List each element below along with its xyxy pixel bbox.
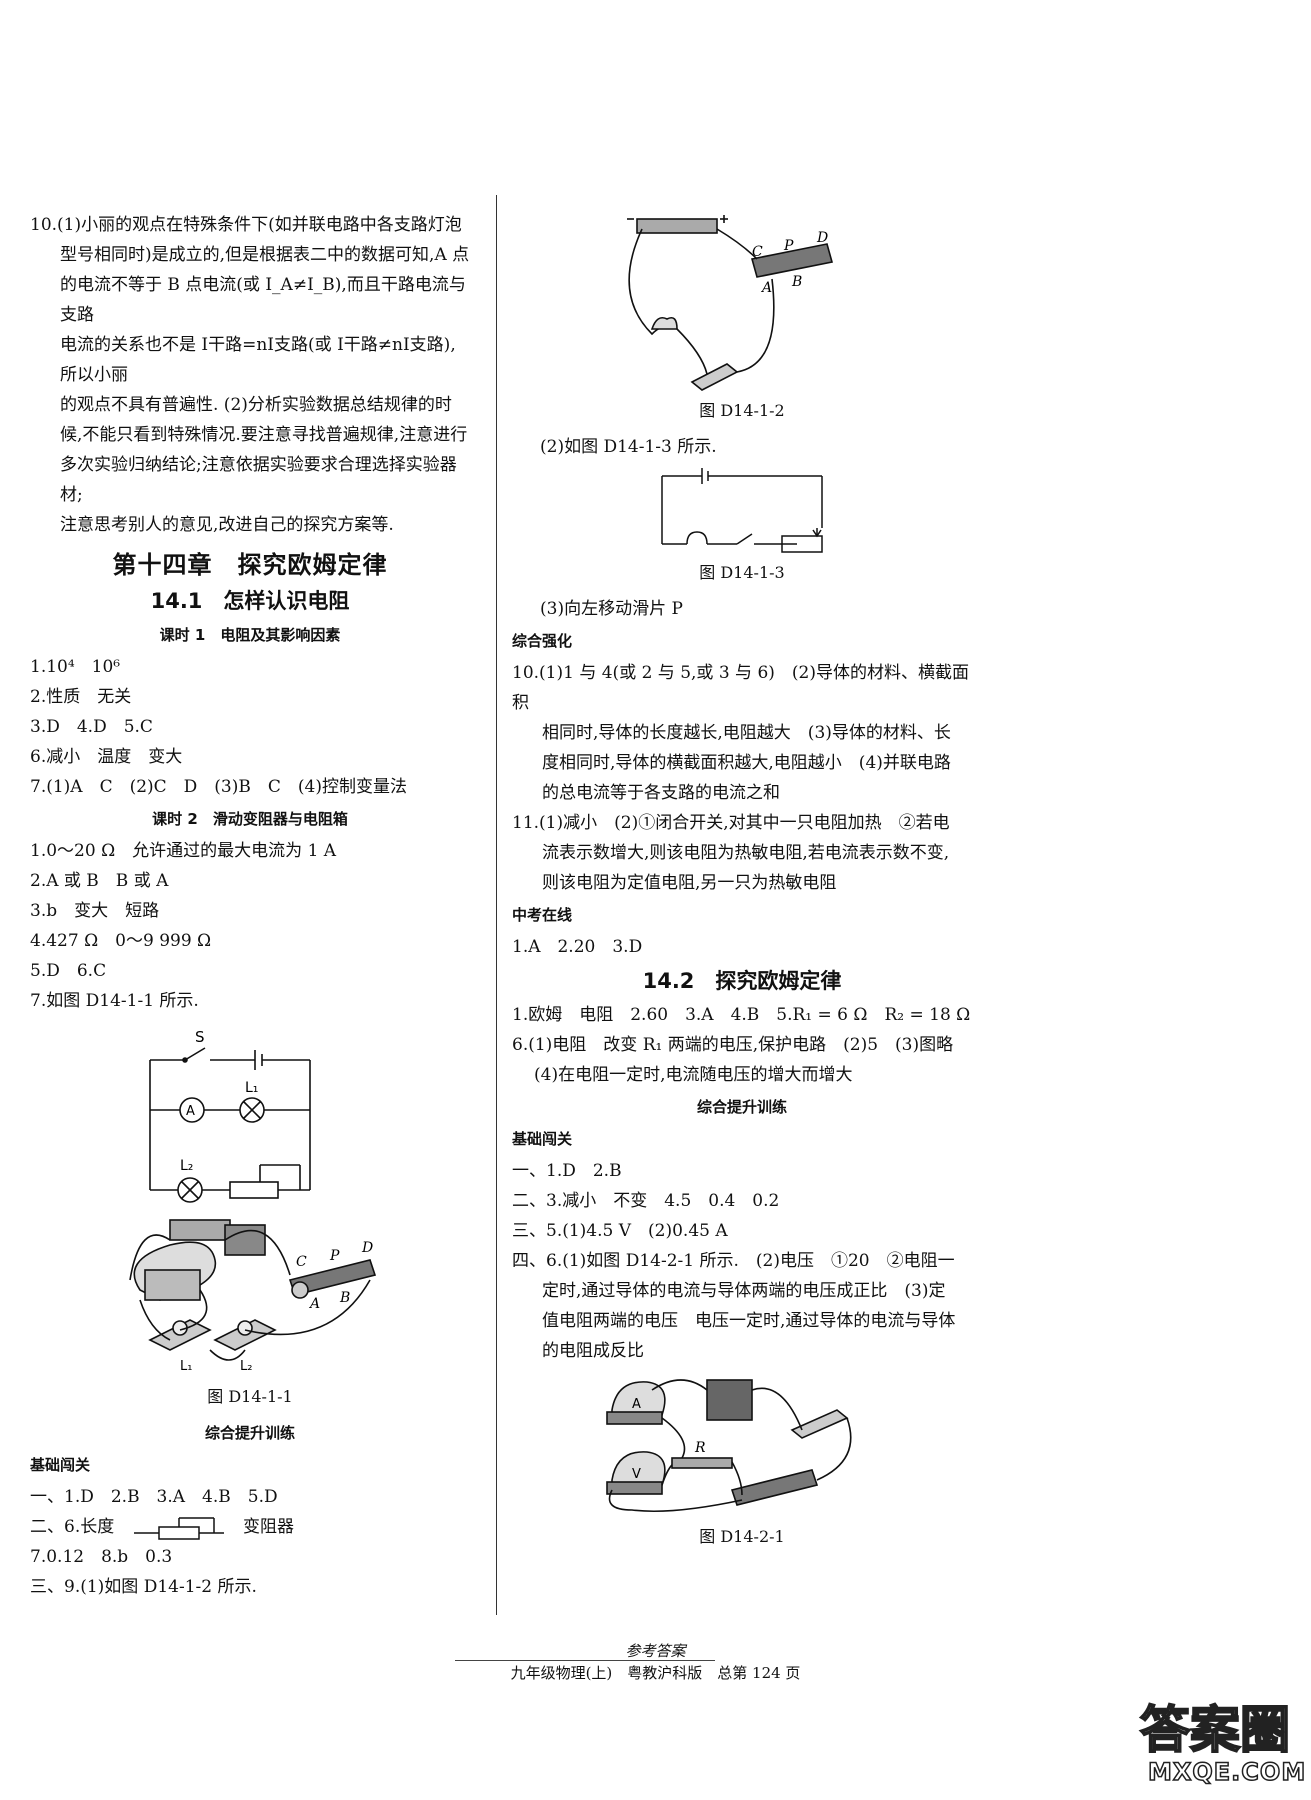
- answer-line: 1.10⁴ 10⁶: [30, 657, 121, 677]
- text-line: 的观点不具有普遍性. (2)分析实验数据总结规律的时: [60, 395, 452, 415]
- answer-line: 1.A 2.20 3.D: [512, 937, 643, 957]
- figure-caption: 图 D14-1-1: [207, 1387, 293, 1406]
- training-title: 综合提升训练: [204, 1424, 295, 1442]
- text-line: (4)在电阻一定时,电流随电压的增大而增大: [534, 1065, 853, 1085]
- label-a: A: [760, 280, 772, 296]
- answer-line: 4.427 Ω 0～9 999 Ω: [30, 931, 212, 951]
- text-line: 10.(1)1 与 4(或 2 与 5,或 3 与 6) (2)导体的材料、横截…: [512, 663, 969, 713]
- answer-line: 2.性质 无关: [30, 687, 132, 707]
- label-p: P: [783, 238, 794, 254]
- figure-caption: 图 D14-1-2: [699, 401, 785, 420]
- answer-line: 3.D 4.D 5.C: [30, 717, 153, 737]
- label-l1: L₁: [245, 1080, 258, 1096]
- answer-line: (3)向左移动滑片 P: [540, 599, 683, 619]
- section-title: 14.1 怎样认识电阻: [150, 589, 350, 613]
- text-line: 1.欧姆 电阻 2.60 3.A 4.B 5.R₁ = 6 Ω R₂ = 18 …: [512, 1005, 971, 1025]
- text-line: 6.(1)电阻 改变 R₁ 两端的电压,保护电路 (2)5 (3)图略: [512, 1035, 954, 1055]
- label-b: B: [339, 1290, 350, 1306]
- answer-line: 二、6.长度 变阻器: [30, 1512, 470, 1542]
- answer-line: 2.A 或 B B 或 A: [30, 871, 169, 891]
- answer-line: 一、1.D 2.B 3.A 4.B 5.D: [30, 1487, 278, 1507]
- resistor-label: R: [694, 1440, 706, 1456]
- text-line: 注意思考别人的意见,改进自己的探究方案等.: [60, 515, 394, 535]
- answer-line: (2)如图 D14-1-3 所示.: [540, 437, 717, 457]
- answer-text: 二、6.长度: [30, 1517, 115, 1537]
- right-column: C P D A B 图 D14-1-2 (2)如图 D14-1-3 所示. 图 …: [512, 210, 972, 1558]
- figure-d14-1-2: C P D A B: [627, 215, 834, 391]
- ammeter-label: A: [186, 1104, 195, 1119]
- basic-title: 基础闯关: [512, 1130, 573, 1148]
- text-line: 11.(1)减小 (2)①闭合开关,对其中一只电阻加热 ②若电: [512, 813, 950, 833]
- chapter-title: 第十四章 探究欧姆定律: [112, 551, 388, 579]
- basic-title: 基础闯关: [30, 1456, 91, 1474]
- text-line: 型号相同时)是成立的,但是根据表二中的数据可知,A 点: [60, 245, 470, 265]
- left-column: 10.(1)小丽的观点在特殊条件下(如并联电路中各支路灯泡 型号相同时)是成立的…: [30, 210, 470, 1602]
- footer-rule: [455, 1660, 715, 1661]
- text-line: 流表示数增大,则该电阻为热敏电阻,若电流表示数不变,: [542, 843, 950, 863]
- label-d: D: [361, 1240, 373, 1256]
- lesson-title: 课时 1 电阻及其影响因素: [159, 626, 341, 644]
- answer-line: 三、9.(1)如图 D14-1-2 所示.: [30, 1577, 257, 1597]
- figure-caption: 图 D14-2-1: [699, 1527, 785, 1546]
- text-line: 值电阻两端的电压 电压一定时,通过导体的电流与导体: [542, 1311, 956, 1331]
- figure-d14-1-3: [661, 468, 823, 553]
- text-line: 则该电阻为定值电阻,另一只为热敏电阻: [542, 873, 837, 893]
- text-line: 候,不能只看到特殊情况.要注意寻找普遍规律,注意进行: [60, 425, 468, 445]
- figure-d14-1-1: S L₁ A L₂ C P D A B L₁ L₂: [129, 1028, 377, 1374]
- lesson-title: 课时 2 滑动变阻器与电阻箱: [152, 810, 348, 828]
- training-title: 综合提升训练: [696, 1098, 787, 1116]
- watermark-logo: 答案圈: [1139, 1700, 1291, 1760]
- strengthen-title: 综合强化: [512, 632, 573, 650]
- answer-line: 3.b 变大 短路: [30, 901, 160, 921]
- circuit-schematic: [149, 1047, 311, 1203]
- label-l2: L₂: [180, 1158, 193, 1174]
- text-line: 的总电流等于各支路的电流之和: [542, 783, 780, 803]
- section-title: 14.2 探究欧姆定律: [642, 969, 842, 993]
- label-l2-pic: L₂: [240, 1359, 252, 1374]
- figure-d14-2-1: A V R: [606, 1379, 852, 1513]
- text-line: 电流的关系也不是 I干路=nI支路(或 I干路≠nI支路),所以小丽: [60, 335, 456, 385]
- answer-line: 一、1.D 2.B: [512, 1161, 622, 1181]
- text-line: 定时,通过导体的电流与导体两端的电压成正比 (3)定: [542, 1281, 946, 1301]
- text-line: 的电流不等于 B 点电流(或 I_A≠I_B),而且干路电流与支路: [60, 275, 466, 325]
- answer-line: 5.D 6.C: [30, 961, 107, 981]
- text-line: 10.(1)小丽的观点在特殊条件下(如并联电路中各支路灯泡: [30, 215, 462, 235]
- label-p: P: [329, 1248, 340, 1264]
- ammeter-label: A: [632, 1397, 641, 1412]
- label-a: A: [308, 1296, 320, 1312]
- column-divider: [496, 195, 497, 1615]
- answer-line: 6.减小 温度 变大: [30, 747, 183, 767]
- label-c: C: [296, 1254, 307, 1270]
- answer-line: 7.0.12 8.b 0.3: [30, 1547, 173, 1567]
- footer-info: 九年级物理(上) 粤教沪科版 总第 124 页: [510, 1664, 801, 1682]
- label-s: S: [195, 1028, 205, 1046]
- text-line: 度相同时,导体的横截面积越大,电阻越小 (4)并联电路: [542, 753, 951, 773]
- figure-caption: 图 D14-1-3: [699, 563, 785, 582]
- answer-line: 1.0～20 Ω 允许通过的最大电流为 1 A: [30, 841, 337, 861]
- answer-line: 7.如图 D14-1-1 所示.: [30, 991, 199, 1011]
- left-q10: 10.(1)小丽的观点在特殊条件下(如并联电路中各支路灯泡 型号相同时)是成立的…: [30, 210, 470, 540]
- rheostat-symbol: [133, 1516, 224, 1540]
- watermark-site: MXQE.COM: [1147, 1757, 1307, 1787]
- text-line: 多次实验归纳结论;注意依据实验要求合理选择实验器材;: [60, 455, 457, 505]
- label-b: B: [791, 274, 802, 290]
- label-d: D: [816, 230, 828, 246]
- text-line: 相同时,导体的长度越长,电阻越大 (3)导体的材料、长: [542, 723, 951, 743]
- exam-title: 中考在线: [512, 906, 573, 924]
- text-line: 的电阻成反比: [542, 1341, 644, 1361]
- text-line: 四、6.(1)如图 D14-2-1 所示. (2)电压 ①20 ②电阻一: [512, 1251, 955, 1271]
- voltmeter-label: V: [632, 1467, 641, 1482]
- answer-line: 三、5.(1)4.5 V (2)0.45 A: [512, 1221, 728, 1241]
- label-c: C: [752, 244, 763, 260]
- circuit-pictorial: [129, 1219, 377, 1361]
- label-l1-pic: L₁: [180, 1359, 192, 1374]
- rheostat-label: 变阻器: [243, 1517, 295, 1537]
- answer-line: 二、3.减小 不变 4.5 0.4 0.2: [512, 1191, 780, 1211]
- footer-title: 参考答案: [625, 1642, 686, 1660]
- answer-line: 7.(1)A C (2)C D (3)B C (4)控制变量法: [30, 777, 407, 797]
